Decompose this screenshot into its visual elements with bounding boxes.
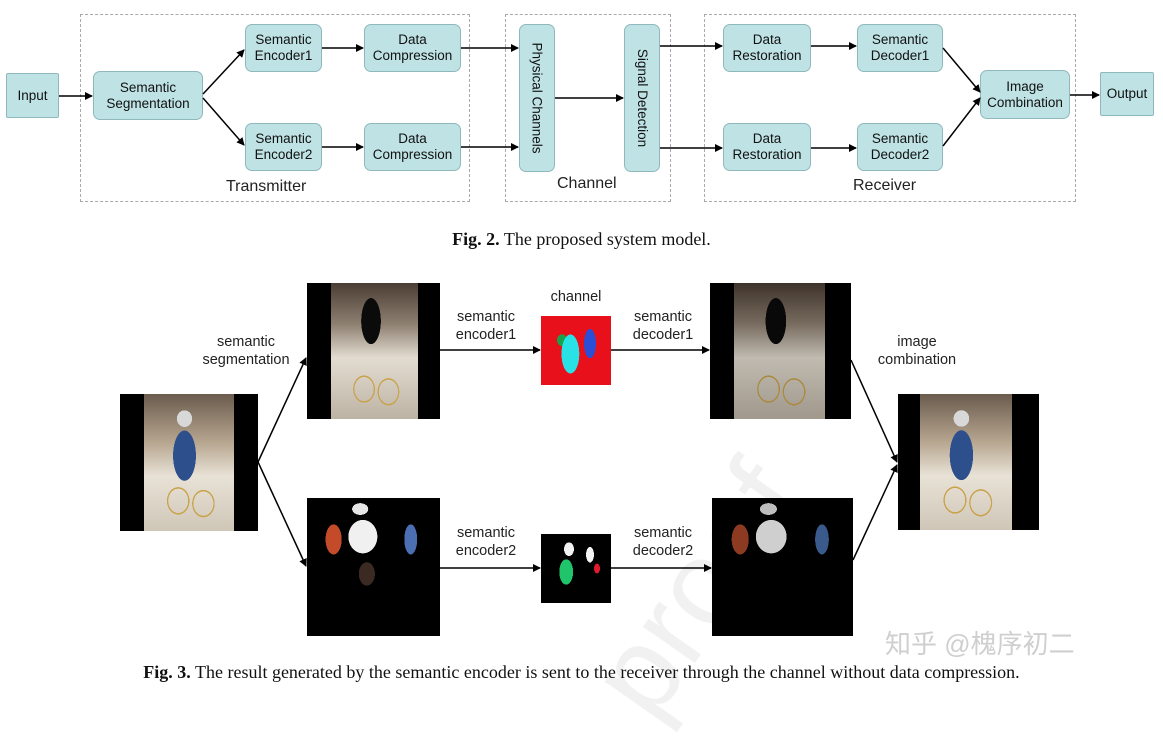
physical-channels-box: Physical Channels bbox=[519, 24, 555, 172]
receiver-label: Receiver bbox=[853, 177, 917, 194]
semantic-decoder1-label: semantic decoder1 bbox=[632, 309, 694, 343]
data-restoration2-box: Data Restoration bbox=[723, 123, 811, 171]
fig3-caption: Fig. 3. The result generated by the sema… bbox=[0, 662, 1163, 683]
semantic-encoder2-label: semantic encoder2 bbox=[455, 525, 517, 559]
data-restoration1-box: Data Restoration bbox=[723, 24, 811, 72]
arrow-decoded2-to-output bbox=[852, 464, 898, 561]
decoded-image-2 bbox=[712, 498, 853, 636]
semantic-segmentation-box: Semantic Segmentation bbox=[93, 71, 203, 120]
fig3-caption-label: Fig. 3. bbox=[143, 662, 191, 682]
semantic-decoder2-label: semantic decoder2 bbox=[632, 525, 694, 559]
segmented-image-1 bbox=[307, 283, 440, 419]
semantic-encoder2-box: Semantic Encoder2 bbox=[245, 123, 322, 171]
arrow-segmentation-to-encoder2 bbox=[202, 97, 245, 146]
arrow-segmentation-to-encoder1 bbox=[202, 49, 245, 95]
fig2-caption: Fig. 2. The proposed system model. bbox=[0, 229, 1163, 250]
arrow-decoder2-to-combination bbox=[942, 97, 981, 147]
arrow-decoder1-to-combination bbox=[942, 47, 981, 93]
input-box: Input bbox=[6, 73, 59, 118]
data-compression1-box: Data Compression bbox=[364, 24, 461, 72]
fig3-caption-text: The result generated by the semantic enc… bbox=[190, 662, 1020, 682]
fig2-caption-label: Fig. 2. bbox=[452, 229, 500, 249]
arrow-decoded1-to-output bbox=[850, 359, 898, 463]
output-image bbox=[898, 394, 1039, 530]
signal-detection-box: Signal Detection bbox=[624, 24, 660, 172]
channel-label-fig3: channel bbox=[550, 289, 602, 305]
encoded-image-2 bbox=[541, 534, 611, 603]
transmitter-group bbox=[80, 14, 470, 202]
segmented-image-2 bbox=[307, 498, 440, 636]
arrow-input-to-segmented1 bbox=[257, 357, 307, 463]
output-box: Output bbox=[1100, 72, 1154, 116]
receiver-group bbox=[704, 14, 1076, 202]
transmitter-label: Transmitter bbox=[226, 178, 307, 195]
image-combination-box: Image Combination bbox=[980, 70, 1070, 119]
semantic-encoder1-label: semantic encoder1 bbox=[455, 309, 517, 343]
semantic-decoder1-box: Semantic Decoder1 bbox=[857, 24, 943, 72]
connector-arrows bbox=[59, 42, 1100, 572]
channel-label: Channel bbox=[557, 175, 617, 192]
encoded-image-1 bbox=[541, 316, 611, 385]
decoded-image-1 bbox=[710, 283, 851, 419]
data-compression2-box: Data Compression bbox=[364, 123, 461, 171]
zhihu-watermark: 知乎 @槐序初二 bbox=[885, 629, 1075, 659]
fig2-caption-text: The proposed system model. bbox=[499, 229, 711, 249]
semantic-decoder2-box: Semantic Decoder2 bbox=[857, 123, 943, 171]
semantic-segmentation-label: semantic segmentation bbox=[202, 334, 290, 368]
arrow-input-to-segmented2 bbox=[257, 461, 307, 567]
image-combination-label: image combination bbox=[877, 334, 957, 368]
semantic-encoder1-box: Semantic Encoder1 bbox=[245, 24, 322, 72]
input-image bbox=[120, 394, 258, 531]
channel-group bbox=[505, 14, 671, 202]
